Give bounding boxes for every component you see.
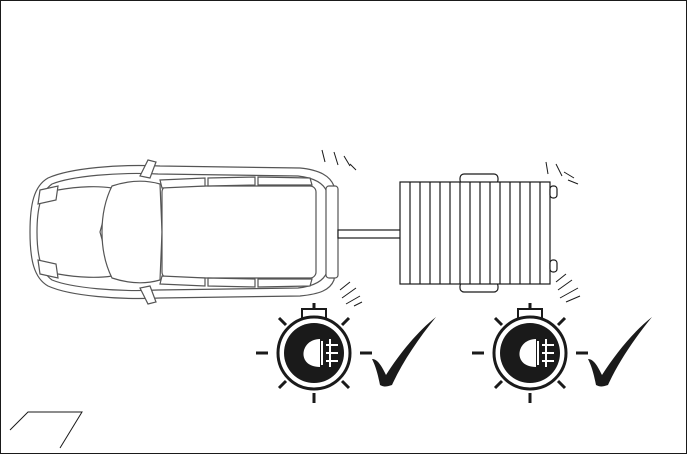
car-top-view-icon xyxy=(29,159,339,305)
checkmark-icon xyxy=(588,317,652,387)
rear-fog-light-indicator-1 xyxy=(254,301,436,405)
car-rear-light-rays-icon xyxy=(321,149,363,307)
corner-mark xyxy=(9,411,83,449)
rear-fog-light-icon xyxy=(470,301,590,405)
trailer-rear-light-rays-icon xyxy=(545,161,581,303)
checkmark-icon xyxy=(372,317,436,387)
tow-bar-icon xyxy=(337,229,403,239)
trailer-top-view-icon xyxy=(399,173,558,293)
rear-fog-light-indicator-2 xyxy=(470,301,652,405)
rear-fog-light-icon xyxy=(254,301,374,405)
